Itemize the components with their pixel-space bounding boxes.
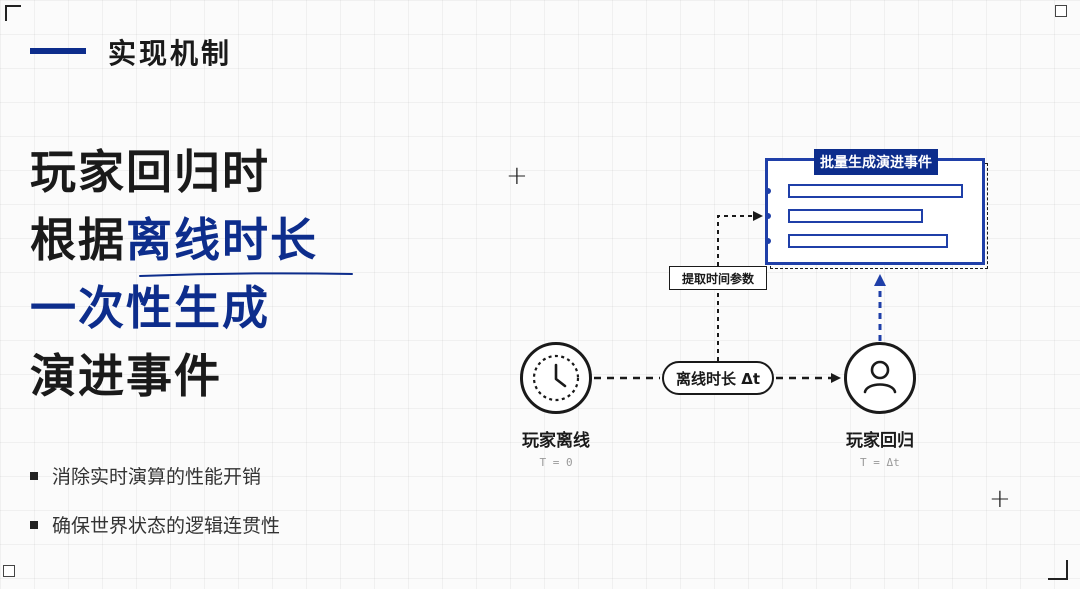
headline-line-2-prefix: 根据 — [30, 213, 126, 267]
connector-param-to-events — [717, 211, 763, 266]
event-item-bar — [788, 209, 923, 223]
headline-line-4: 演进事件 — [30, 349, 222, 403]
bullet-item: 消除实时演算的性能开销 — [30, 462, 261, 489]
clock-icon — [532, 354, 580, 402]
event-item-bar — [788, 184, 963, 198]
headline: 玩家回归时 根据离线时长 一次性生成 演进事件 — [30, 138, 318, 410]
headline-line-3: 一次性生成 — [30, 281, 270, 335]
bullet-square-icon — [30, 471, 38, 480]
bullet-square-icon — [30, 520, 38, 529]
corner-square-bottom-left — [3, 565, 15, 577]
bullet-text: 确保世界状态的逻辑连贯性 — [52, 515, 281, 537]
event-box-title: 批量生成演进事件 — [814, 149, 938, 175]
headline-underline — [139, 272, 353, 277]
headline-highlight: 离线时长 — [126, 213, 318, 267]
bullet-item: 确保世界状态的逻辑连贯性 — [30, 511, 280, 538]
return-node — [844, 342, 916, 414]
offline-node-time: T = 0 — [539, 456, 573, 469]
event-item-dot — [765, 238, 771, 244]
corner-bracket-bottom-right — [1048, 560, 1068, 580]
offline-node-label: 玩家离线 — [522, 431, 590, 451]
event-item-bar — [788, 234, 948, 248]
event-item-dot — [765, 188, 771, 194]
event-item-dot — [765, 213, 771, 219]
return-node-label: 玩家回归 — [846, 431, 914, 451]
duration-pill: 离线时长 Δt — [662, 361, 774, 395]
return-node-time: T = Δt — [860, 456, 900, 469]
headline-line-2: 根据离线时长 — [30, 206, 318, 274]
plus-mark-icon: + — [506, 161, 528, 191]
section-accent-bar — [30, 48, 86, 54]
param-box: 提取时间参数 — [669, 266, 767, 290]
user-icon — [863, 360, 897, 394]
corner-bracket-top-left — [5, 5, 21, 21]
bullet-text: 消除实时演算的性能开销 — [52, 466, 262, 488]
corner-square-top-right — [1055, 5, 1067, 17]
section-title: 实现机制 — [108, 37, 233, 70]
offline-node — [520, 342, 592, 414]
headline-line-1: 玩家回归时 — [30, 145, 270, 199]
plus-mark-icon: + — [989, 484, 1011, 514]
